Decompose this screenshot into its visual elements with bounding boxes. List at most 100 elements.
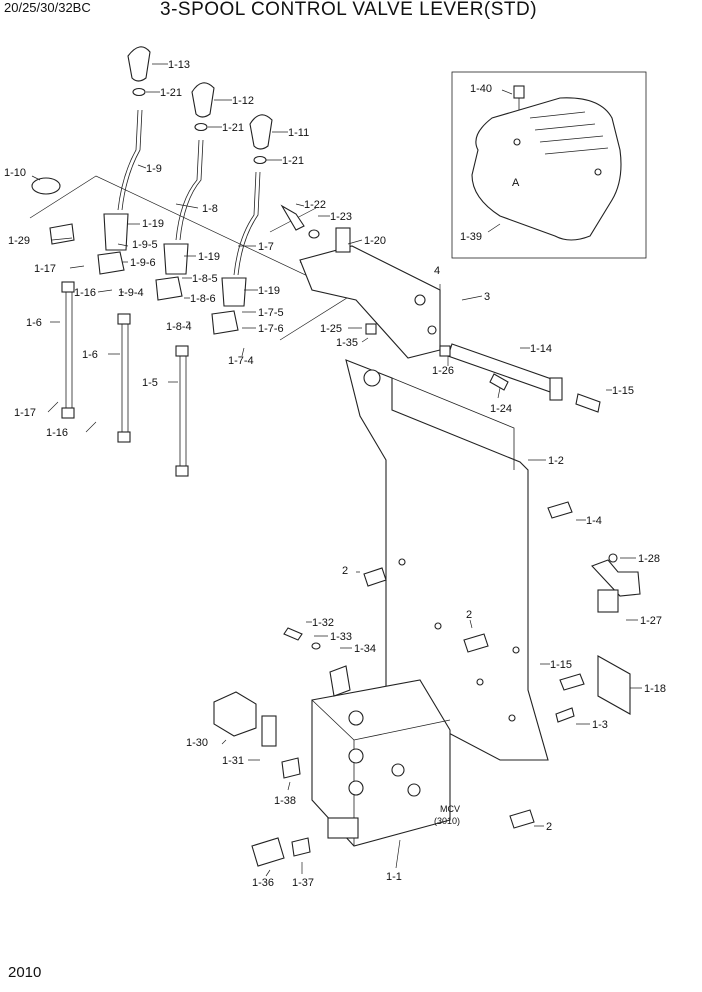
valve-cover xyxy=(471,97,622,241)
label-1-9-6: 1-9-6 xyxy=(130,257,156,269)
label-1-20: 1-20 xyxy=(364,235,386,247)
rod-1-6a xyxy=(65,290,73,410)
plate-hole xyxy=(363,369,381,387)
bolt-1-24 xyxy=(489,373,509,391)
spring-1-22 xyxy=(280,204,305,231)
label-1-14: 1-14 xyxy=(530,343,552,355)
label-2: 2 xyxy=(546,821,552,833)
bolt-1-4 xyxy=(547,501,573,519)
label-1-6: 1-6 xyxy=(82,349,98,361)
label-1-8-5: 1-8-5 xyxy=(192,273,218,285)
washer-1-23 xyxy=(308,229,320,239)
boot-1-19b xyxy=(163,243,189,275)
lever-1-8-assembly xyxy=(155,82,215,301)
page-title: 3-SPOOL CONTROL VALVE LEVER(STD) xyxy=(160,0,538,20)
label-1-25: 1-25 xyxy=(320,323,342,335)
cover-bolt-head xyxy=(513,85,525,99)
label-1-19: 1-19 xyxy=(142,218,164,230)
label-1-6: 1-6 xyxy=(26,317,42,329)
label-1-16: 1-16 xyxy=(74,287,96,299)
label-1-10: 1-10 xyxy=(4,167,26,179)
label-1-24: 1-24 xyxy=(490,403,512,415)
bracket-1-18 xyxy=(597,655,631,715)
model-code: 20/25/30/32BC xyxy=(4,0,91,15)
leader-lines xyxy=(31,63,642,877)
label-1-21: 1-21 xyxy=(222,122,244,134)
lever-rod-1-9 xyxy=(117,109,139,211)
cover-slots xyxy=(529,111,609,155)
boot-1-19a xyxy=(103,213,129,251)
label-2: 2 xyxy=(466,609,472,621)
label-1-35: 1-35 xyxy=(336,337,358,349)
label-1-19: 1-19 xyxy=(198,251,220,263)
label-1-8: 1-8 xyxy=(202,203,218,215)
rod-1-5 xyxy=(179,354,187,468)
label-1-15: 1-15 xyxy=(550,659,572,671)
washer-1-33 xyxy=(311,642,321,650)
screw-1-28 xyxy=(608,553,618,563)
page-number: 2010 xyxy=(8,964,42,981)
mcv-label: MCV xyxy=(440,804,460,814)
label-1-11: 1-11 xyxy=(288,127,309,139)
label-1-37: 1-37 xyxy=(292,877,314,889)
label-1-12: 1-12 xyxy=(232,95,254,107)
label-1-21: 1-21 xyxy=(282,155,304,167)
bolt-1-15a xyxy=(575,393,601,413)
nut-1-21b xyxy=(194,122,208,132)
label-1-16: 1-16 xyxy=(46,427,68,439)
bush-1-25 xyxy=(365,323,377,335)
label-1-18: 1-18 xyxy=(644,683,666,695)
fitting-1-37 xyxy=(291,837,311,857)
label-1-33: 1-33 xyxy=(330,631,352,643)
label-1-7: 1-7 xyxy=(258,241,274,253)
fitting-1-38 xyxy=(281,757,301,779)
inset-frame xyxy=(451,71,647,259)
label-1-27: 1-27 xyxy=(640,615,662,627)
label-3: 3 xyxy=(484,291,490,303)
lever-base-1-9 xyxy=(97,251,125,275)
label-1-15: 1-15 xyxy=(612,385,634,397)
block-1-30 xyxy=(213,691,257,737)
label-1-17: 1-17 xyxy=(34,263,56,275)
label-1-8-4: 1-8-4 xyxy=(166,321,192,333)
label-1-9-4: 1-9-4 xyxy=(118,287,144,299)
label-1-3: 1-3 xyxy=(592,719,608,731)
label-1-8-6: 1-8-6 xyxy=(190,293,216,305)
nut-1-21 xyxy=(132,87,146,97)
bracket-1-20 xyxy=(280,204,441,359)
label-1-38: 1-38 xyxy=(274,795,296,807)
label-1-1: 1-1 xyxy=(386,871,402,883)
lever-1-7-assembly xyxy=(211,114,273,335)
bolt-2b xyxy=(463,633,489,653)
cap-1-10 xyxy=(31,177,61,195)
label-1-36: 1-36 xyxy=(252,877,274,889)
label-1-9: 1-9 xyxy=(146,163,162,175)
part-labels: 1-13 1-21 1-12 1-21 1-11 1-21 1-10 1-9 1… xyxy=(4,59,666,889)
control-valve-mcv xyxy=(213,627,451,867)
linkage-rods xyxy=(61,281,189,477)
bolt-1-15b xyxy=(559,673,585,691)
label-1-13: 1-13 xyxy=(168,59,190,71)
label-1-34: 1-34 xyxy=(354,643,376,655)
lever-1-9-assembly xyxy=(31,46,151,275)
label-1-31: 1-31 xyxy=(222,755,244,767)
lever-base-1-8 xyxy=(155,276,183,301)
switch-1-27 xyxy=(591,559,641,597)
detail-callout-a: A xyxy=(512,177,520,189)
label-1-28: 1-28 xyxy=(638,553,660,565)
label-1-19: 1-19 xyxy=(258,285,280,297)
shaft-1-14 xyxy=(365,323,601,413)
label-4: 4 xyxy=(434,265,440,277)
rod-1-6b xyxy=(121,322,129,434)
main-plate-1-2 xyxy=(345,359,549,761)
label-1-26: 1-26 xyxy=(432,365,454,377)
label-1-29: 1-29 xyxy=(8,235,30,247)
mcv-ref: (3010) xyxy=(434,816,460,826)
label-1-7-4: 1-7-4 xyxy=(228,355,254,367)
label-1-17: 1-17 xyxy=(14,407,36,419)
label-1-9-5: 1-9-5 xyxy=(132,239,158,251)
bolt-2c xyxy=(509,809,535,829)
label-1-22: 1-22 xyxy=(304,199,326,211)
label-1-7-5: 1-7-5 xyxy=(258,307,284,319)
